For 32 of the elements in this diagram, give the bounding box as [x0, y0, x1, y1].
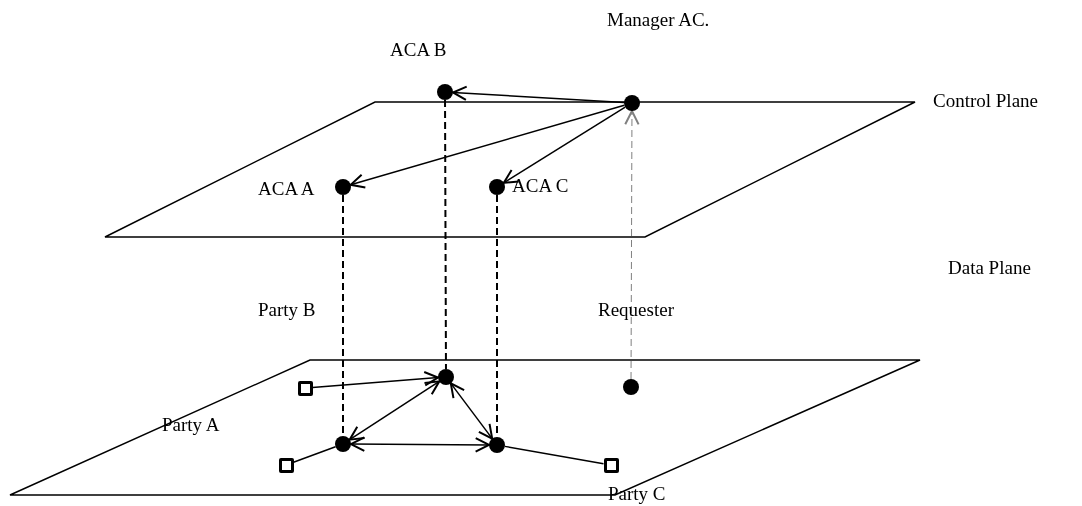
- arrow: [449, 382, 494, 440]
- node-dot: [623, 379, 639, 395]
- node-dot: [437, 84, 453, 100]
- connector-line: [504, 445, 605, 465]
- party-label: Party B: [258, 300, 316, 321]
- square-node: [278, 457, 294, 473]
- node-label: ACA C: [512, 176, 569, 197]
- arrow: [502, 106, 626, 184]
- node-dot: [335, 436, 351, 452]
- node-dot: [489, 437, 505, 453]
- plane-label: Data Plane: [948, 258, 1031, 279]
- node-label: ACA A: [258, 179, 315, 200]
- arrow: [348, 380, 441, 441]
- arrow: [311, 371, 439, 389]
- arrow: [350, 436, 490, 453]
- arrow: [452, 85, 625, 104]
- arrow: [624, 110, 640, 380]
- party-label: Party C: [608, 484, 666, 505]
- node-dot: [438, 369, 454, 385]
- node-dot: [624, 95, 640, 111]
- plane-label: Control Plane: [933, 91, 1039, 112]
- node-label: ACA B: [390, 40, 447, 61]
- square-node: [603, 457, 619, 473]
- connector-line: [444, 99, 447, 370]
- party-label: Party A: [162, 415, 220, 436]
- connector-line: [292, 446, 337, 463]
- node-label: Manager AC.: [607, 10, 710, 31]
- node-dot: [489, 179, 505, 195]
- arrow: [349, 104, 626, 189]
- node-dot: [335, 179, 351, 195]
- node-label: Requester: [598, 300, 674, 321]
- square-node: [297, 380, 313, 396]
